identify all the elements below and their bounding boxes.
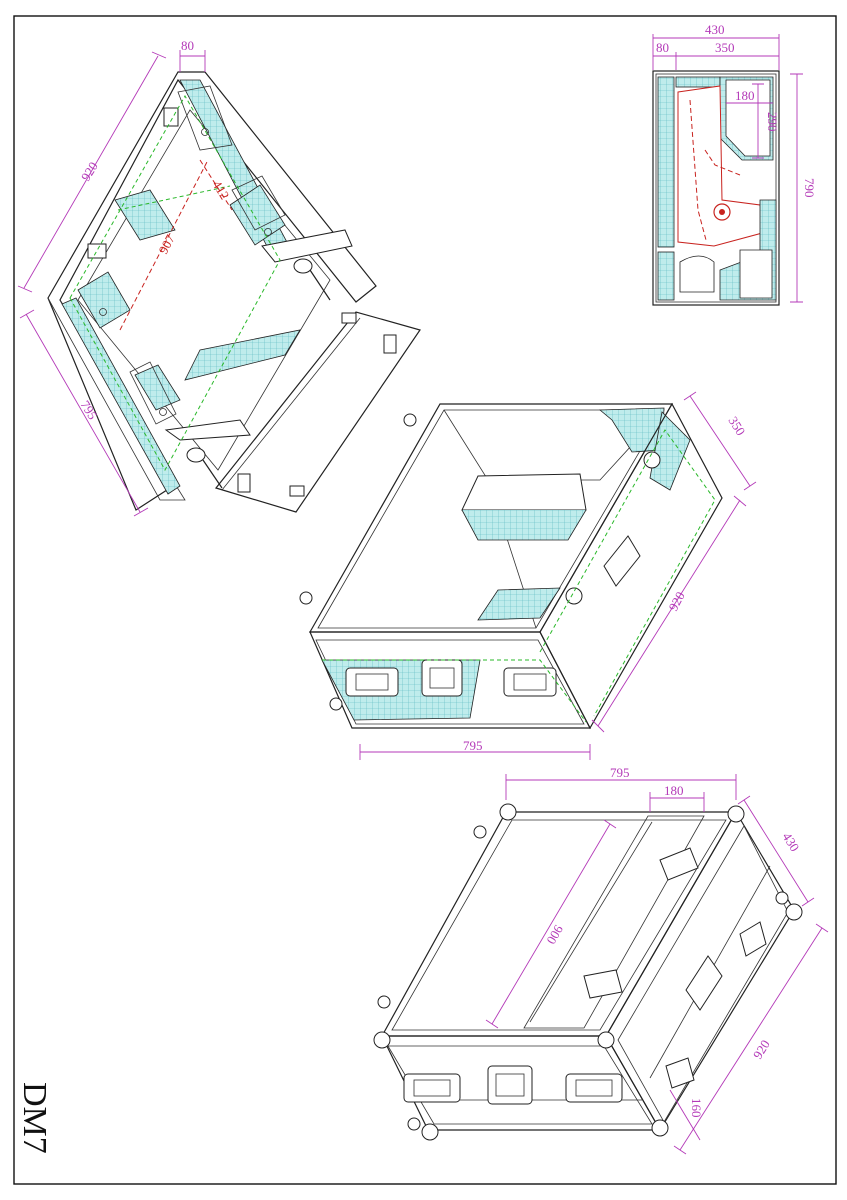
dim-closed-length: 920: [750, 1037, 773, 1061]
console-knob-icon: [713, 203, 731, 221]
dim-base-length: 920: [665, 589, 687, 613]
dim-inner-length: 900: [544, 923, 567, 947]
dim-closed-width: 795: [610, 765, 630, 780]
handle-icon: [345, 667, 399, 697]
dim-inner-length: 907: [155, 232, 178, 257]
dim-length: 920: [78, 159, 101, 183]
dim-lid-height: 160: [689, 1098, 704, 1118]
dim-base-width: 795: [463, 738, 483, 753]
dim-left-part: 80: [656, 40, 669, 55]
exploded-view: 80 920 795 907 412: [17, 38, 421, 517]
dim-pocket-depth: 290: [765, 112, 780, 132]
base-view: 795 920 350: [299, 391, 757, 760]
dim-width: 795: [77, 398, 100, 422]
sheet-border: [13, 15, 837, 1185]
dim-top-strip: 80: [181, 38, 194, 53]
latch-icon: [341, 312, 357, 324]
dim-closed-height: 430: [779, 830, 802, 854]
dim-depth: 790: [802, 178, 817, 198]
corner-icon: [373, 1031, 391, 1049]
dim-right-part: 350: [715, 40, 735, 55]
dim-pocket-width: 180: [735, 88, 755, 103]
closed-view: 795 180 430 900 920 160: [373, 765, 829, 1155]
dim-base-height: 350: [725, 414, 748, 438]
top-view: 430 80 350 180 290 790: [652, 22, 817, 306]
dim-compartment-width: 180: [664, 783, 684, 798]
model-title: DM7: [16, 1082, 53, 1154]
dim-total-width: 430: [705, 22, 725, 37]
dim-inner-width: 412: [209, 178, 232, 202]
